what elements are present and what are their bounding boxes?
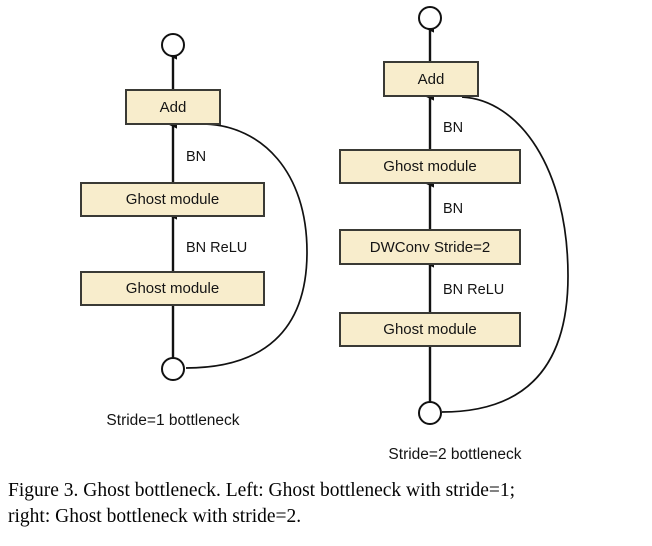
panel-caption-stride1: Stride=1 bottleneck — [106, 412, 239, 429]
edge-label-bn-lower: BN — [443, 201, 463, 217]
box-ghost-module-bottom-label: Ghost module — [383, 321, 476, 338]
panel-caption-stride2: Stride=2 bottleneck — [388, 446, 521, 463]
box-add-rect — [383, 61, 479, 97]
box-ghost-module-bottom-rect — [339, 312, 521, 347]
edge-label-bn-relu: BN ReLU — [443, 282, 504, 298]
box-add[interactable]: Add — [125, 89, 221, 125]
box-ghost-module-bottom[interactable]: Ghost module — [339, 312, 521, 347]
box-ghost-module-bottom[interactable]: Ghost module — [80, 271, 265, 306]
input-node-circle — [418, 401, 442, 425]
box-add-label: Add — [418, 71, 445, 88]
input-node-circle — [161, 357, 185, 381]
box-dwconv[interactable]: DWConv Stride=2 — [339, 229, 521, 265]
identity-shortcut-curve — [185, 123, 308, 369]
panel-stride2: Add Ghost module DWConv Stride=2 Ghost m… — [339, 6, 569, 463]
box-dwconv-label: DWConv Stride=2 — [370, 239, 490, 256]
box-ghost-module-top[interactable]: Ghost module — [80, 182, 265, 217]
edge-label-bn-upper: BN — [443, 120, 463, 136]
output-node-circle — [418, 6, 442, 30]
edge-label-bn: BN — [186, 149, 206, 165]
box-add[interactable]: Add — [383, 61, 479, 97]
output-node-circle — [161, 33, 185, 57]
box-ghost-module-top-label: Ghost module — [383, 158, 476, 175]
downsample-shortcut-curve — [441, 96, 569, 413]
box-ghost-module-top[interactable]: Ghost module — [339, 149, 521, 184]
box-ghost-module-top-label: Ghost module — [126, 191, 219, 208]
ghost-bottleneck-diagram: Add Ghost module Ghost module BN BN ReLU… — [80, 6, 569, 463]
box-ghost-module-bottom-label: Ghost module — [126, 280, 219, 297]
box-add-rect — [125, 89, 221, 125]
box-dwconv-rect — [339, 229, 521, 265]
edge-label-bn-relu: BN ReLU — [186, 240, 247, 256]
panel-stride1: Add Ghost module Ghost module BN BN ReLU… — [80, 33, 308, 429]
box-ghost-module-bottom-rect — [80, 271, 265, 306]
box-add-label: Add — [160, 99, 187, 116]
box-ghost-module-top-rect — [80, 182, 265, 217]
box-ghost-module-top-rect — [339, 149, 521, 184]
figure-caption: Figure 3. Ghost bottleneck. Left: Ghost … — [8, 480, 516, 527]
